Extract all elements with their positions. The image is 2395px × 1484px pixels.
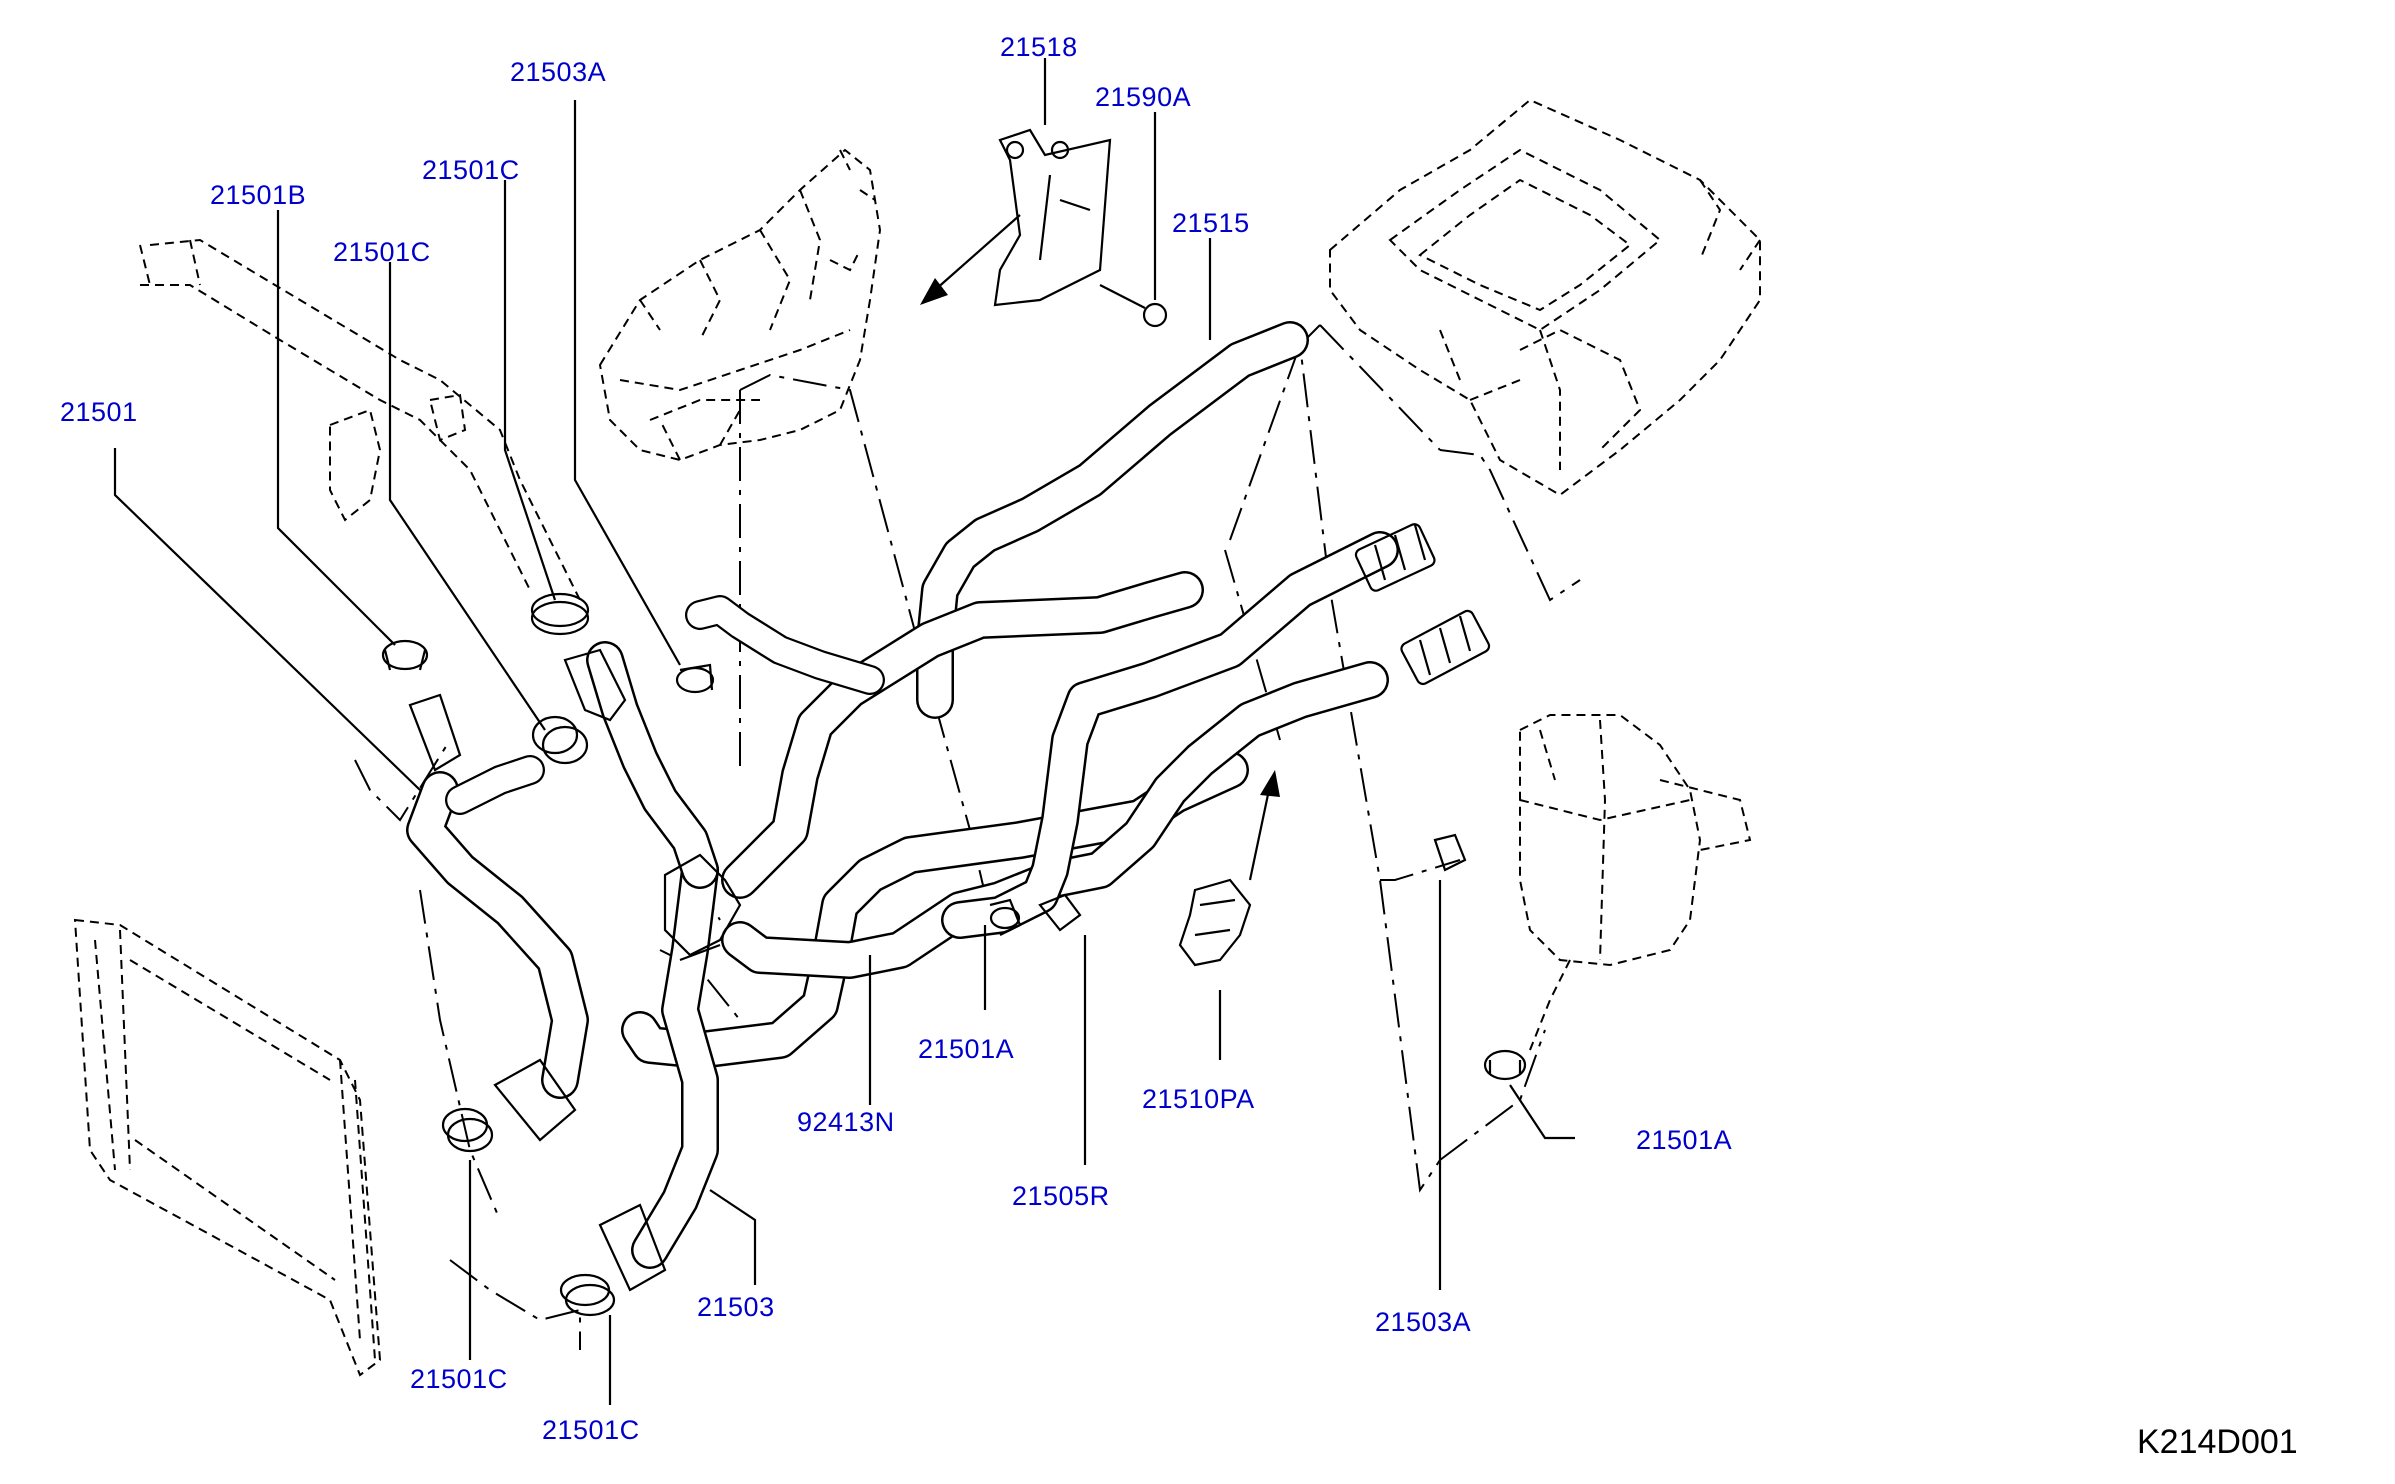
short-hose-21501B bbox=[408, 693, 462, 772]
part-label-21590A[interactable]: 21590A bbox=[1095, 82, 1192, 112]
hose-upper-bypass bbox=[721, 571, 1204, 899]
quick-connector-lower bbox=[1400, 609, 1491, 686]
hose-21503-upper bbox=[586, 641, 719, 889]
hose-end-21501C bbox=[563, 648, 627, 722]
hose-bypass-small bbox=[685, 595, 885, 695]
part-label-21503[interactable]: 21503 bbox=[697, 1292, 775, 1322]
part-label-21503A[interactable]: 21503A bbox=[510, 57, 607, 87]
diagram-code: K214D001 bbox=[2137, 1423, 2298, 1461]
part-label-21501C[interactable]: 21501C bbox=[422, 155, 520, 185]
clamp-21501C-upper bbox=[530, 592, 590, 636]
hose-21505R bbox=[941, 531, 1399, 939]
clamp-21501A-right bbox=[1483, 1049, 1527, 1081]
reservoir-tank-outline bbox=[1519, 714, 1752, 1051]
clamp-21501B bbox=[381, 639, 429, 671]
y-junction-fitting bbox=[663, 853, 742, 962]
part-label-21501C[interactable]: 21501C bbox=[410, 1364, 508, 1394]
clip-21510PA bbox=[1178, 878, 1252, 967]
part-label-21518[interactable]: 21518 bbox=[1000, 32, 1078, 62]
part-label-21503A[interactable]: 21503A bbox=[1375, 1307, 1472, 1337]
part-label-21501B[interactable]: 21501B bbox=[210, 180, 307, 210]
part-label-21501A[interactable]: 21501A bbox=[1636, 1125, 1733, 1155]
leader-lines bbox=[113, 58, 1575, 1405]
part-label-21501[interactable]: 21501 bbox=[60, 397, 138, 427]
bolt-21590A bbox=[1099, 284, 1168, 328]
clamp-21501C-lower-left bbox=[441, 1107, 494, 1153]
part-label-21501C[interactable]: 21501C bbox=[333, 237, 431, 267]
clamp-21501A-center bbox=[989, 898, 1022, 936]
hose-upper-left-outlet bbox=[445, 755, 545, 815]
upper-hose-ghost bbox=[139, 238, 581, 601]
part-label-21505R[interactable]: 21505R bbox=[1012, 1181, 1110, 1211]
radiator-outline bbox=[73, 918, 382, 1377]
part-label-21501C[interactable]: 21501C bbox=[542, 1415, 640, 1445]
hose-end-21505R bbox=[1038, 893, 1082, 932]
hose-21515 bbox=[916, 321, 1309, 719]
assembly-arrows bbox=[920, 214, 1280, 881]
hose-21501 bbox=[406, 771, 589, 1099]
hose-end-lower-left bbox=[493, 1058, 577, 1142]
hose-end-21503-lower bbox=[598, 1203, 667, 1292]
quick-connector-upper bbox=[1354, 523, 1436, 592]
part-label-21501A[interactable]: 21501A bbox=[918, 1034, 1015, 1064]
hose-lower-bypass bbox=[721, 661, 1389, 979]
part-label-21510PA[interactable]: 21510PA bbox=[1142, 1084, 1255, 1114]
bracket-21518 bbox=[993, 128, 1112, 307]
clamp-21501C-mid bbox=[531, 715, 589, 765]
heater-unit-outline bbox=[1329, 98, 1761, 497]
clamp-21501C-bottom bbox=[559, 1273, 616, 1317]
clamp-21503A-right bbox=[1433, 833, 1467, 872]
hose-21503-lower bbox=[631, 851, 719, 1269]
part-label-92413N[interactable]: 92413N bbox=[797, 1107, 895, 1137]
part-label-21515[interactable]: 21515 bbox=[1172, 208, 1250, 238]
clamp-21503A-upper bbox=[675, 663, 715, 694]
